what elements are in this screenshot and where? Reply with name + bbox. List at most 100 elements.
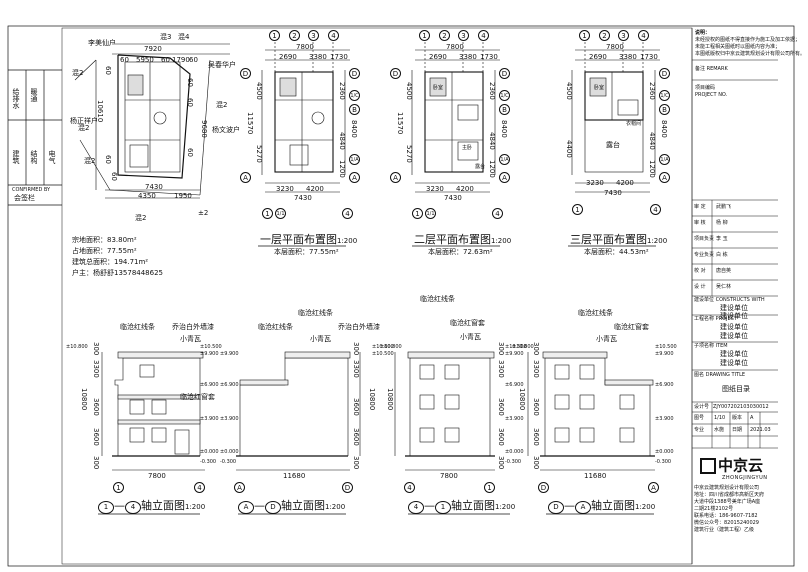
signoff-role: 项目负责 — [694, 236, 715, 242]
level-mark: ±10.500 — [200, 344, 222, 350]
company-line: 中京云建筑规划设计有限公司 — [694, 485, 760, 491]
remark: 备注 REMARK — [695, 66, 728, 72]
level-mark: ±6.900 — [220, 382, 239, 388]
axis-bubble: 4 — [650, 204, 661, 215]
axis-bubble: A — [499, 172, 510, 183]
plan-dim: 8400 — [500, 120, 508, 138]
company-line: 微信公众号：82015240029 — [694, 520, 759, 526]
height-dim: 3600 — [532, 428, 540, 446]
plan-dim: 4840 — [648, 132, 656, 150]
level-mark: ±9.900 — [655, 351, 674, 357]
logo-en: ZHONGJINGYUN — [722, 475, 768, 481]
axis-bubble: 2 — [289, 30, 300, 41]
level-mark: -0.300 — [655, 459, 672, 465]
site-dim: 7430 — [145, 183, 163, 191]
signoff-role: 审 核 — [694, 220, 706, 226]
stat-row: 户主：杨舒舒13578448625 — [72, 269, 163, 277]
axis-bubble: 1 — [262, 208, 273, 219]
axis-bubble: 1 — [412, 208, 423, 219]
site-dim: 60 — [110, 172, 118, 181]
site-dim: 60 — [104, 155, 112, 164]
signoff-name: 武鹏飞 — [716, 204, 732, 210]
axis-bubble: 1 — [113, 482, 124, 493]
road-label: 混2 — [216, 101, 228, 109]
plan-dim: 5270 — [255, 145, 263, 163]
plan-dim: 3380 — [619, 53, 637, 61]
client-label: 建设单位 CONSTRUCTS WITH — [694, 297, 765, 303]
axis-bubble: 1/C — [349, 90, 360, 101]
plan-dim: 3380 — [459, 53, 477, 61]
plan-dim: 2690 — [279, 53, 297, 61]
level-mark: ±6.900 — [505, 382, 524, 388]
material-note: 临沧红线条 — [420, 295, 455, 303]
road-label: 混2 — [78, 124, 90, 132]
level-mark: ±9.900 — [505, 351, 524, 357]
site-dim: 10610 — [96, 100, 104, 123]
date-value: 2021.03 — [750, 427, 771, 433]
plan-dim: 7430 — [294, 194, 312, 202]
plan-dim: 7430 — [604, 189, 622, 197]
axis-bubble: 4 — [342, 208, 353, 219]
elevation-width: 7800 — [440, 472, 458, 480]
axis-bubble: 1/C — [659, 90, 670, 101]
material-note: 乔治白外墙漆 — [338, 323, 380, 331]
height-dim: 300 — [92, 342, 100, 356]
axis-bubble: 1/A — [659, 154, 670, 165]
sheet-label: 图号 — [694, 415, 705, 421]
height-dim: 300 — [92, 456, 100, 470]
signoff-name: 白 栋 — [716, 252, 728, 258]
axis-bubble: 1 — [579, 30, 590, 41]
company-logo: 中京云 — [700, 458, 763, 474]
note-line: 未能工程相关图纸时以图纸内容为准； — [695, 44, 781, 50]
plan-dim: 4200 — [616, 179, 634, 187]
level-mark: ±10.500 — [505, 344, 527, 350]
axis-bubble: 2 — [599, 30, 610, 41]
height-dim: 3600 — [352, 398, 360, 416]
role-electrical: 电气 — [48, 150, 56, 164]
site-dim: 60 — [186, 78, 194, 87]
height-dim: 300 — [352, 342, 360, 356]
height-dim: 300 — [532, 456, 540, 470]
axis-bubble: 4 — [194, 482, 205, 493]
note-line: 未经授权的图纸不得直接作为施工及加工依据； — [695, 37, 801, 43]
level-mark: ±0.000 — [220, 449, 239, 455]
axis-bubble: 1/A — [499, 154, 510, 165]
signoff-role: 专业负责 — [694, 252, 715, 258]
axis-bubble: B — [349, 104, 360, 115]
axis-bubble: 1/1 — [275, 208, 286, 219]
drawing-label: 图名 DRAWING TITLE — [694, 372, 746, 378]
plan-dim: 1730 — [640, 53, 658, 61]
code-value: ZJY007202103030012 — [713, 404, 769, 410]
site-dim: 1950 — [174, 192, 192, 200]
discipline-value: 水施 — [714, 427, 725, 433]
material-note: 小青瓦 — [596, 335, 617, 343]
level-mark: ±6.900 — [200, 382, 219, 388]
height-dim: 3600 — [352, 428, 360, 446]
axis-bubble: D — [349, 68, 360, 79]
level-mark: ±10.800 — [380, 344, 402, 350]
axis-bubble: A — [240, 172, 251, 183]
height-dim: 3600 — [532, 398, 540, 416]
elevation-width: 7800 — [148, 472, 166, 480]
signoff-name: 唐自英 — [716, 268, 732, 274]
room-label: 卧室 — [433, 85, 444, 91]
axis-bubble: A — [234, 482, 245, 493]
axis-bubble: 1 — [484, 482, 495, 493]
role-hvac: 暖通 — [30, 88, 38, 102]
plan-dim: 4500 — [405, 82, 413, 100]
plan-dim: 2360 — [648, 82, 656, 100]
site-dim: 9680 — [200, 120, 208, 138]
axis-bubble: A — [390, 172, 401, 183]
axis-bubble: 1/1 — [425, 208, 436, 219]
confirmed-by-cn: 会签栏 — [14, 194, 35, 202]
plan-dim: 5270 — [405, 145, 413, 163]
item-label: 子项名称 ITEM — [694, 343, 728, 349]
project-value: 建设单位 — [720, 332, 748, 340]
plan-dim: 11570 — [396, 112, 404, 135]
height-dim: 300 — [497, 342, 505, 356]
height-dim: 3300 — [532, 360, 540, 378]
version-label: 版本 — [732, 415, 743, 421]
road-label: 混2 — [84, 157, 96, 165]
level-mark: ±10.800 — [512, 344, 534, 350]
